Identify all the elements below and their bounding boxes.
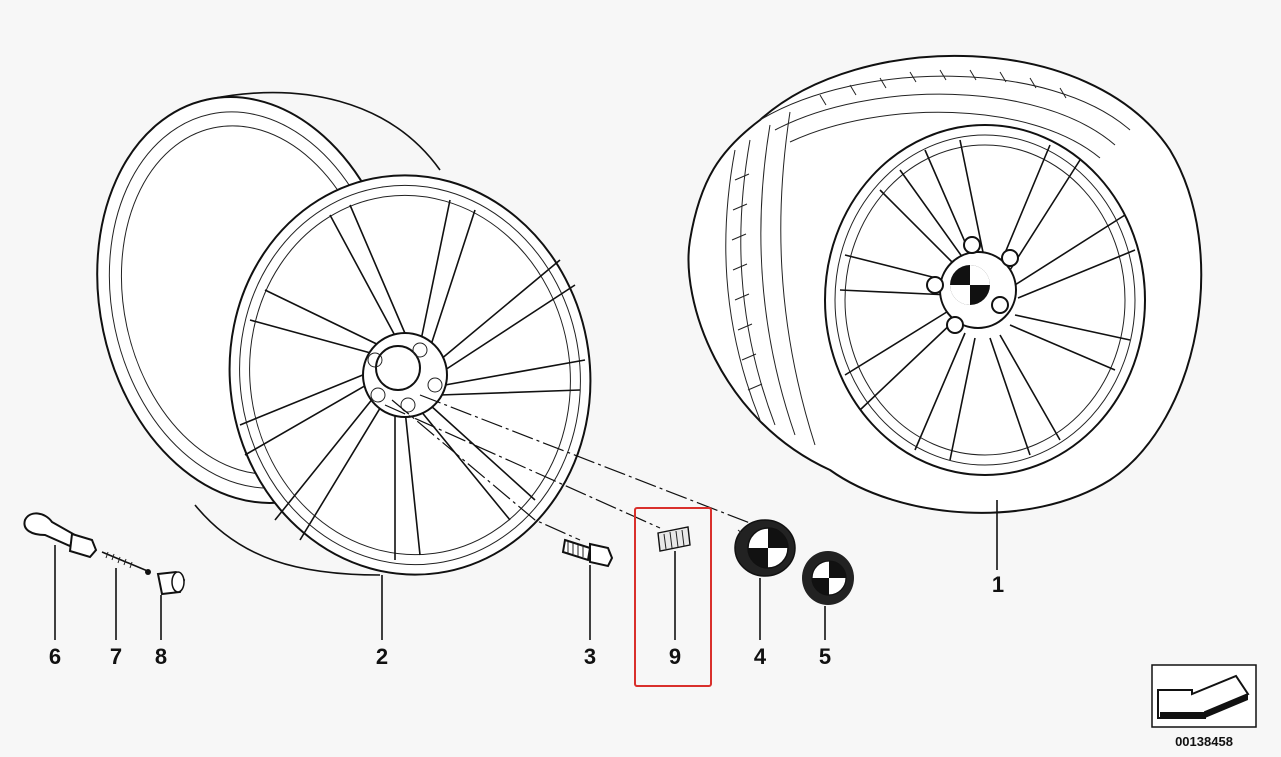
arrow-icon	[1157, 674, 1250, 719]
rim-drawing[interactable]	[61, 68, 616, 598]
highlight-box	[634, 507, 712, 687]
emblem-drawing[interactable]	[802, 551, 854, 605]
part-label-6[interactable]: 6	[49, 644, 61, 669]
assembly-lines	[384, 394, 756, 541]
part-label-9[interactable]: 9	[669, 644, 681, 669]
wheel-bolt-drawing[interactable]	[561, 538, 614, 568]
valve-core-drawing[interactable]	[101, 551, 151, 575]
valve-drawing[interactable]	[23, 512, 98, 559]
callout-lines	[54, 500, 998, 640]
catalog-icon-box: 00138458	[1151, 664, 1257, 749]
part-label-7[interactable]: 7	[110, 644, 122, 669]
part-label-5[interactable]: 5	[819, 644, 831, 669]
part-label-1[interactable]: 1	[992, 572, 1004, 597]
catalog-number: 00138458	[1175, 734, 1233, 749]
hub-cap-drawing[interactable]	[734, 519, 796, 577]
part-labels: 1 2 3 4 5 6 7 8 9	[49, 572, 1004, 669]
part-label-3[interactable]: 3	[584, 644, 596, 669]
balance-weight-drawing[interactable]	[657, 526, 691, 552]
part-label-4[interactable]: 4	[754, 644, 767, 669]
part-label-8[interactable]: 8	[155, 644, 167, 669]
part-label-2[interactable]: 2	[376, 644, 388, 669]
wheel-tire-drawing[interactable]	[687, 54, 1203, 514]
valve-cap-drawing[interactable]	[156, 570, 186, 596]
